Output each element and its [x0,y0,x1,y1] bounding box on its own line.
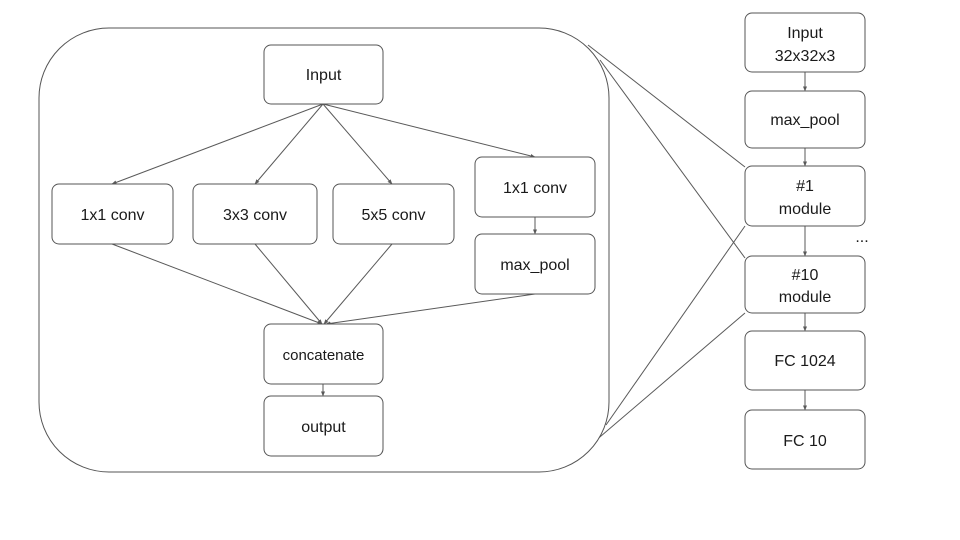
net-node-input: Input 32x32x3 [744,12,866,73]
module-detail-frame [38,27,610,473]
network-pipeline: Input 32x32x3 max_pool #1 module ... #10… [744,12,869,470]
edge-input-to-pool-conv [322,103,536,158]
ellipsis-label: ... [855,229,868,246]
edge-input-to-5x5 [322,103,393,185]
net-node-max-pool-label: max_pool [770,112,839,129]
node-3x3-conv: 3x3 conv [192,183,318,245]
net-node-module-1: #1 module [744,165,866,227]
net-node-fc-1024-label: FC 1024 [774,353,835,370]
node-5x5-conv-label: 5x5 conv [361,207,425,224]
edge-1x1-to-concat [111,243,323,325]
edge-input-to-3x3 [254,103,324,185]
edge-5x5-to-concat [323,243,393,325]
node-concatenate: concatenate [263,323,384,385]
zoom-line-bottom-to-module1 [605,225,746,426]
node-pool-branch-1x1-conv-label: 1x1 conv [503,180,567,197]
net-node-input-line1: Input [787,25,823,42]
node-max-pool-branch-label: max_pool [500,257,569,274]
node-3x3-conv-label: 3x3 conv [223,207,287,224]
net-node-fc-10: FC 10 [744,409,866,470]
net-node-module-10-line2: module [779,289,832,306]
net-node-module-1-line1: #1 [796,178,814,195]
net-node-max-pool: max_pool [744,90,866,149]
module-detail-edges [111,103,537,397]
net-node-module-10-line1: #10 [792,267,819,284]
net-node-fc-1024: FC 1024 [744,330,866,391]
module-detail: Input 1x1 conv 3x3 conv 5x5 conv 1x1 con… [38,27,610,473]
net-node-module-10: #10 module [744,255,866,314]
zoom-line-bottom-to-module10 [593,312,746,443]
node-output-label: output [301,419,346,436]
zoom-line-top-to-module10 [599,59,746,259]
net-node-module-1-line2: module [779,201,832,218]
edge-pool-to-concat [325,293,536,326]
net-node-fc-10-label: FC 10 [783,433,827,450]
node-1x1-conv: 1x1 conv [51,183,174,245]
edge-3x3-to-concat [254,243,323,325]
node-input: Input [263,44,384,105]
net-node-input-line2: 32x32x3 [775,48,836,65]
edge-input-to-1x1 [111,103,324,185]
zoom-line-top-to-module1 [587,44,746,168]
node-5x5-conv: 5x5 conv [332,183,455,245]
node-concatenate-label: concatenate [283,347,365,364]
node-max-pool-branch: max_pool [474,233,596,295]
node-pool-branch-1x1-conv: 1x1 conv [474,156,596,218]
node-1x1-conv-label: 1x1 conv [80,207,144,224]
zoom-connector-lines [587,44,746,443]
node-output: output [263,395,384,457]
node-input-label: Input [306,67,342,84]
